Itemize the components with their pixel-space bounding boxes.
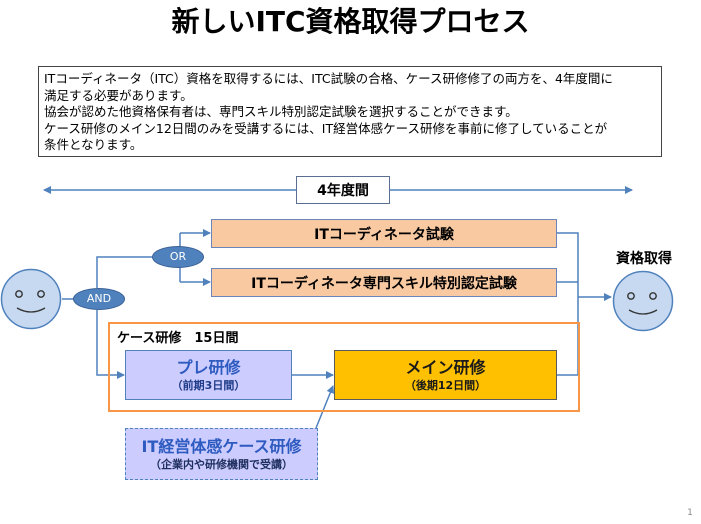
- slide-title: 新しいITC資格取得プロセス: [171, 5, 530, 38]
- note-line: 満足する必要があります。: [44, 87, 193, 103]
- note-line: 条件となります。: [44, 137, 143, 152]
- main-training-title: メイン研修: [405, 357, 486, 377]
- note-line: ITコーディネータ（ITC）資格を取得するには、ITC試験の合格、ケース研修修了…: [44, 71, 613, 86]
- case-training-label: ケース研修 15日間: [117, 331, 239, 346]
- connector-and-to-or: [96, 256, 152, 288]
- pre-training-duration: （前期3日間）: [171, 378, 246, 392]
- start-smiley-face-icon: [0, 268, 62, 330]
- description-box: ITコーディネータ（ITC）資格を取得するには、ITC試験の合格、ケース研修修了…: [38, 66, 662, 157]
- goal-label: 資格取得: [616, 251, 672, 267]
- or-operator: OR: [152, 246, 204, 268]
- note-line: ケース研修のメイン12日間のみを受講するには、IT経営体感ケース研修を事前に修了…: [44, 120, 608, 136]
- experience-training-note: （企業内や研修機関で受講）: [150, 457, 293, 471]
- experience-training-box: IT経営体感ケース研修 （企業内や研修機関で受講）: [125, 428, 318, 480]
- pre-training-title: プレ研修: [176, 357, 241, 377]
- period-label-box: 4年度間: [296, 176, 390, 204]
- itc-exam-box: ITコーディネータ試験: [211, 219, 557, 248]
- pre-training-box: プレ研修 （前期3日間）: [125, 350, 292, 400]
- special-skill-exam-box: ITコーディネータ専門スキル特別認定試験: [211, 268, 557, 297]
- experience-training-title: IT経営体感ケース研修: [141, 436, 302, 456]
- goal-smiley-face-icon: [612, 270, 674, 332]
- main-training-duration: （後期12日間）: [404, 378, 487, 392]
- and-operator: AND: [73, 288, 125, 310]
- main-training-box: メイン研修 （後期12日間）: [334, 350, 557, 400]
- note-line: 協会が認めた他資格保有者は、専門スキル特別認定試験を選択することができます。: [44, 104, 518, 119]
- case-training-group: [108, 322, 580, 412]
- page-number: 1: [687, 508, 693, 518]
